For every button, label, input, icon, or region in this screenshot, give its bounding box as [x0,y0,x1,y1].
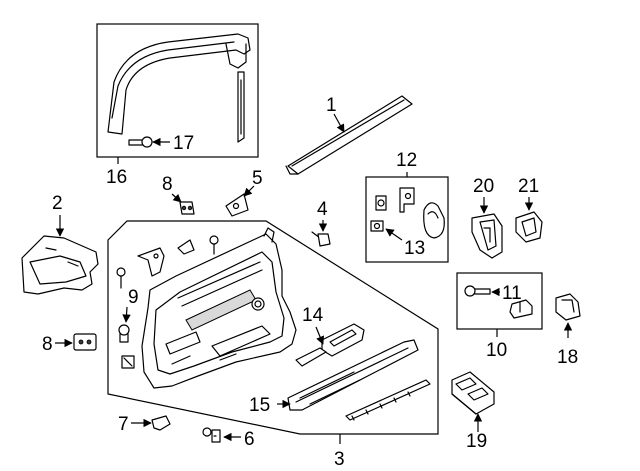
bolt-4 [311,231,331,247]
callout-17: 17 [173,133,194,154]
handle-bezel [515,211,543,243]
callout-21: 21 [518,176,539,197]
trim-clip-18 [555,293,581,321]
leader-8-top [171,193,182,203]
leader-5 [243,185,255,197]
clip-8-left [73,333,97,351]
callout-8-top: 8 [162,174,173,195]
window-switch [451,371,495,415]
clip-17 [128,136,153,148]
window-channel-strip [107,33,251,143]
callout-10: 10 [486,340,507,361]
belt-weatherstrip [285,95,413,175]
group-frame-3 [107,220,439,435]
cap-nut [177,239,195,255]
callout-4: 4 [317,199,328,220]
armrest-trim [287,339,419,411]
leader-13 [385,228,403,241]
retainer-bracket [399,187,415,213]
callout-11: 11 [502,283,522,304]
leader-9 [122,306,131,323]
callout-19: 19 [466,431,487,452]
inside-handle [471,213,503,259]
callout-16: 16 [106,167,127,188]
screw-6 [202,427,221,443]
leader-1 [333,113,345,133]
callout-1: 1 [326,95,337,116]
clip-8-top [179,201,195,215]
callout-8-left: 8 [42,334,53,355]
screw-upper [209,235,219,255]
group-frame-16 [96,23,259,158]
door-trim-panel [141,227,297,389]
callout-18: 18 [557,347,578,368]
callout-9: 9 [128,287,139,308]
clip-13 [370,220,384,232]
callout-12: 12 [396,150,417,171]
leader-14 [315,326,325,345]
bracket-5 [225,193,249,217]
clip-lower-left [121,355,135,369]
switch-bezel [295,323,365,367]
clip-9 [118,324,130,343]
push-pin-11 [464,285,491,297]
callout-2: 2 [52,193,63,214]
callout-15: 15 [249,395,270,416]
callout-7: 7 [118,414,129,435]
lower-trim-strip [345,379,431,421]
callout-5: 5 [252,168,263,189]
trim-bracket [509,299,533,319]
callout-13: 13 [404,238,425,259]
handle-cup [423,202,445,239]
sound-insulator [21,235,99,295]
clip-7 [151,415,171,431]
callout-14: 14 [302,305,324,326]
retainer-clip [375,195,387,211]
bracket-upper-left [137,247,165,277]
callout-6: 6 [244,429,255,450]
screw-left [116,267,126,289]
callout-3: 3 [334,449,345,470]
callout-20: 20 [473,176,494,197]
group-frame-10 [456,272,543,330]
